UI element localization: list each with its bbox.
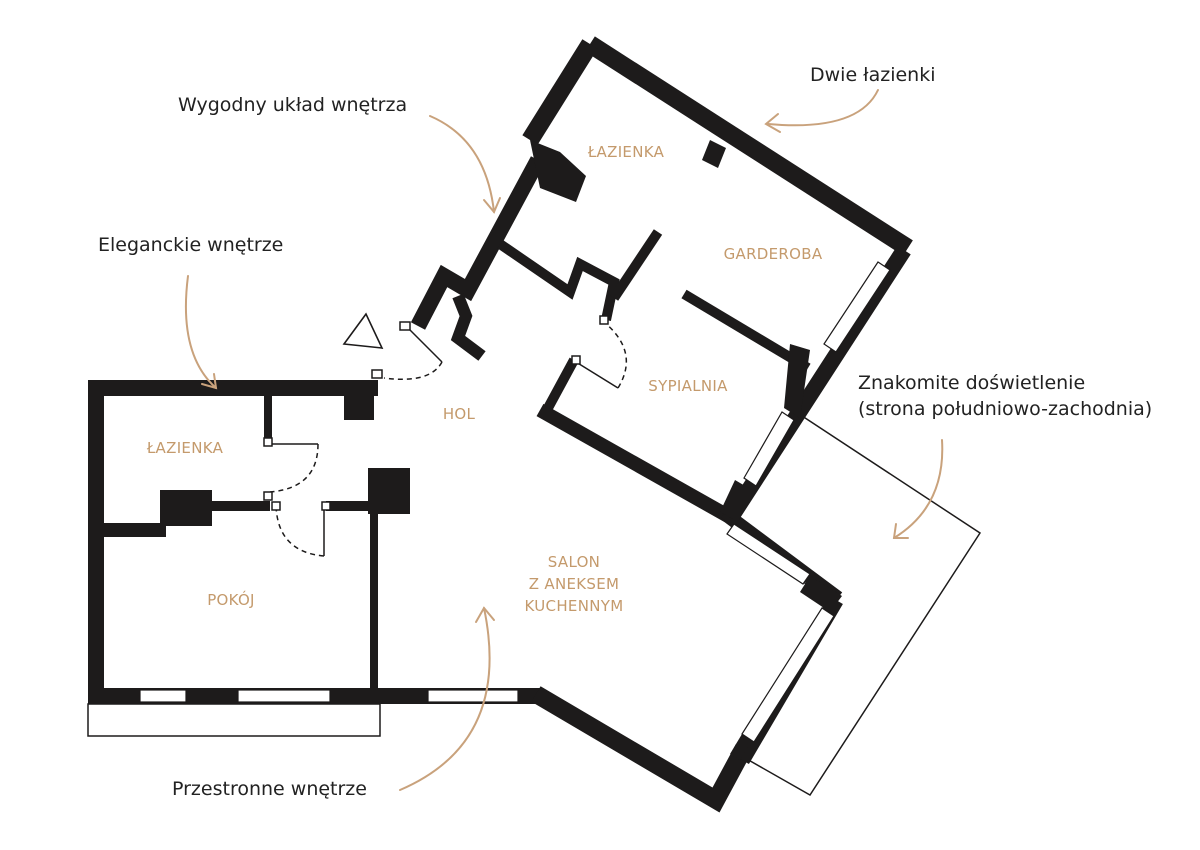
arrow-layout <box>429 115 495 213</box>
annotation-two-bathrooms: Dwie łazienki <box>810 64 936 86</box>
wall-entry-diagonal <box>410 156 546 330</box>
window-south-1 <box>139 689 187 703</box>
wall-top-left <box>522 39 598 145</box>
wall-bedroom-lower <box>536 403 732 523</box>
arrow-layout-head <box>483 197 501 214</box>
shaft-bath <box>160 490 212 526</box>
pillar-bedroom <box>784 344 810 418</box>
door-entry-leaf <box>407 327 443 363</box>
window-wardrobe <box>823 261 891 353</box>
arrow-lighting <box>893 439 944 539</box>
door-jamb-a <box>263 437 273 447</box>
room-label-bedroom: SYPIALNIA <box>648 377 728 395</box>
shaft-room <box>368 468 410 514</box>
door-jamb-b <box>263 491 273 501</box>
pillar-salon-corner <box>800 576 842 612</box>
shaft-hall-left <box>344 388 374 420</box>
door-entry-jamb <box>399 321 411 331</box>
door-bath-swing <box>269 443 319 493</box>
wall-closet-lower <box>681 289 811 373</box>
wall-left-outer <box>88 380 540 704</box>
door-bedroom-leaf <box>575 361 619 389</box>
arrow-two-bathrooms <box>767 89 879 127</box>
annotation-arrows <box>185 89 944 791</box>
door-entry-swing <box>383 361 443 381</box>
room-label-wardrobe: GARDEROBA <box>723 245 823 263</box>
balcony-south <box>87 703 381 737</box>
room-label-living-2: Z ANEKSEM <box>528 575 620 593</box>
arrow-two-bathrooms-head <box>764 113 781 133</box>
annotation-great-lighting-line2: (strona południowo-zachodnia) <box>858 398 1153 420</box>
room-label-living-3: KUCHENNYM <box>524 597 624 615</box>
annotation-spacious-interior: Przestronne wnętrze <box>172 778 367 800</box>
doors <box>263 315 628 557</box>
wall-bath-bedroom <box>497 239 620 322</box>
arrow-spacious-head <box>475 606 495 623</box>
wall-top-diagonal <box>585 36 913 256</box>
door-jamb-c <box>271 501 281 511</box>
wall-lower-diagonal <box>531 686 752 813</box>
window-south-3 <box>427 689 519 703</box>
wall-hall-jog <box>450 293 486 361</box>
window-terrace <box>726 523 811 585</box>
annotation-great-lighting: Znakomite doświetlenie (strona południow… <box>858 370 1152 422</box>
arrow-lighting-head <box>892 523 909 539</box>
pillar-bedroom-lower <box>720 480 752 520</box>
walls <box>88 36 913 813</box>
door-jamb-e <box>599 315 609 325</box>
arrow-elegant-head <box>201 373 218 390</box>
annotation-elegant-interior: Eleganckie wnętrze <box>98 234 284 256</box>
windows <box>139 261 891 743</box>
door-entry-jamb2 <box>371 369 383 379</box>
room-label-hall: HOL <box>442 405 476 423</box>
shafts <box>160 140 842 760</box>
balcony-south-outline <box>87 703 381 737</box>
shaft-closet-notch <box>702 140 726 168</box>
wall-bedroom-closet <box>609 229 663 301</box>
arrow-spacious <box>399 607 491 791</box>
window-bedroom <box>743 411 795 487</box>
entrance-triangle-icon <box>342 312 384 349</box>
wall-bedroom-left <box>543 357 579 411</box>
room-label-living-1: SALON <box>547 553 601 571</box>
room-label-bathroom-left: ŁAZIENKA <box>146 439 224 457</box>
shaft-top <box>530 140 586 202</box>
door-room-swing <box>275 505 325 557</box>
door-bedroom-swing <box>603 321 628 389</box>
door-jamb-d <box>321 501 331 511</box>
pillar-salon-lower <box>730 734 752 760</box>
door-jamb-f <box>571 355 581 365</box>
window-salon <box>741 607 835 743</box>
window-south-2 <box>237 689 331 703</box>
arrow-elegant <box>185 275 217 389</box>
annotation-comfortable-layout: Wygodny układ wnętrza <box>178 94 408 116</box>
room-label-room: POKÓJ <box>207 591 255 609</box>
annotation-great-lighting-line1: Znakomite doświetlenie <box>858 372 1086 394</box>
room-label-bathroom-top: ŁAZIENKA <box>587 143 665 161</box>
